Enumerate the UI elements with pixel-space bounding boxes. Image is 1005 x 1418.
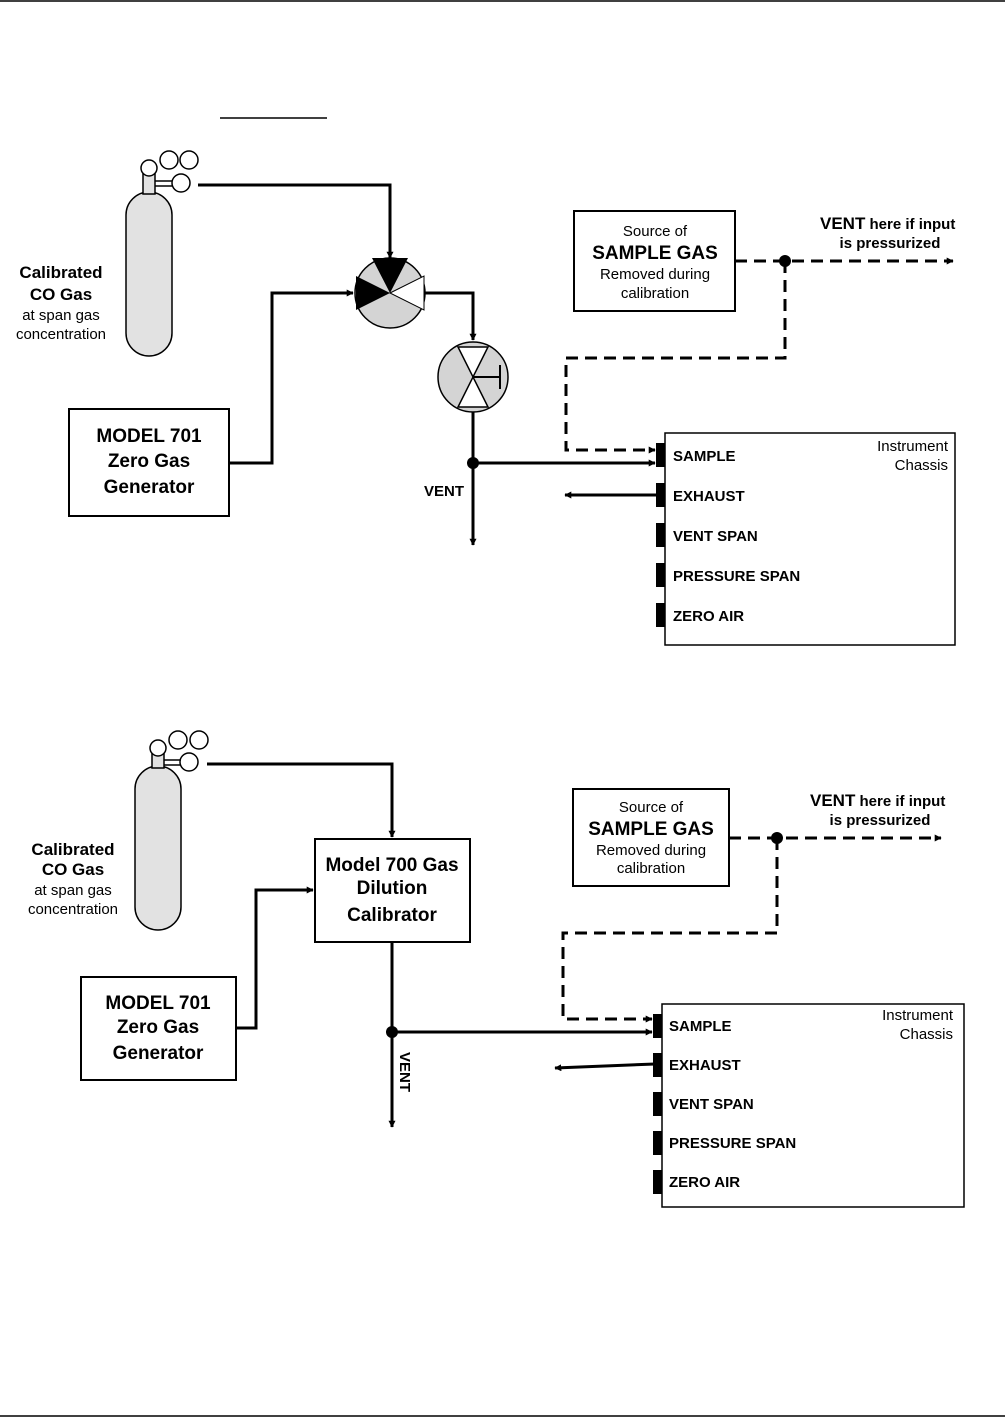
port-pressure-span-fitting (653, 1131, 662, 1155)
source-line3: Removed during (596, 842, 706, 859)
instrument-chassis (661, 1003, 965, 1208)
bottom-diagram: Calibrated CO Gas at span gas concentrat… (28, 730, 965, 1208)
port-vent-span-label: VENT SPAN (673, 528, 758, 545)
generator-label-line2: Zero Gas (117, 1017, 199, 1038)
port-zero-air-fitting (656, 603, 665, 627)
port-sample-label: SAMPLE (669, 1018, 732, 1035)
generator-label-line1: MODEL 701 (105, 993, 211, 1014)
vent-note-line1: VENT here if input (820, 214, 955, 233)
vent-note-line1: VENT here if input (810, 791, 945, 810)
port-zero-air-label: ZERO AIR (673, 608, 744, 625)
cylinder-to-valve-line (198, 183, 394, 259)
vent-note-bold: VENT (810, 791, 856, 810)
source-line2: SAMPLE GAS (588, 819, 714, 840)
vent-label: VENT (396, 1052, 413, 1092)
port-pressure-span-label: PRESSURE SPAN (673, 568, 800, 585)
chassis-title-line2: Chassis (900, 1026, 953, 1043)
vent-label: VENT (424, 483, 464, 500)
needle-valve-icon (437, 341, 509, 413)
port-sample-fitting (653, 1014, 662, 1038)
port-exhaust-fitting (653, 1053, 662, 1077)
dilution-calibrator-box (314, 838, 471, 943)
exhaust-line (554, 1062, 656, 1072)
calibrator-label-line1: Model 700 Gas (325, 855, 458, 876)
vent-note-rest: here if input (865, 216, 955, 233)
gas-cylinder-icon (134, 730, 209, 931)
port-zero-air-label: ZERO AIR (669, 1174, 740, 1191)
port-vent-span-label: VENT SPAN (669, 1096, 754, 1113)
source-line4: calibration (621, 285, 689, 302)
port-exhaust-label: EXHAUST (673, 488, 745, 505)
cylinder-label-line2: CO Gas (30, 285, 92, 304)
port-vent-span-fitting (656, 523, 665, 547)
source-line4: calibration (617, 860, 685, 877)
calibrator-label-line2: Dilution (357, 878, 428, 899)
vent-note-rest: here if input (855, 793, 945, 810)
port-pressure-span-label: PRESSURE SPAN (669, 1135, 796, 1152)
port-exhaust-fitting (656, 483, 665, 507)
vent-note-line2: is pressurized (840, 235, 941, 252)
sample-dashed-line (564, 261, 787, 454)
generator-label-line3: Generator (104, 477, 195, 498)
junction-dot (386, 1026, 398, 1038)
zero-gas-generator-box (80, 976, 237, 1081)
source-line2: SAMPLE GAS (592, 243, 718, 264)
cylinder-sublabel-line1: at span gas (22, 307, 100, 324)
chassis-title-line1: Instrument (877, 438, 949, 455)
port-sample-fitting (656, 443, 665, 467)
sample-gas-source-box (573, 210, 736, 312)
cylinder-sublabel-line1: at span gas (34, 882, 112, 899)
port-zero-air-fitting (653, 1170, 662, 1194)
cylinder-label-line2: CO Gas (42, 860, 104, 879)
top-diagram: Calibrated CO Gas at span gas concentrat… (16, 150, 956, 646)
valve-to-needle-valve-line (425, 291, 477, 341)
junction-dot (467, 457, 479, 469)
chassis-title-line1: Instrument (882, 1007, 954, 1024)
port-vent-span-fitting (653, 1092, 662, 1116)
calibrator-label-line3: Calibrator (347, 905, 437, 926)
port-sample-label: SAMPLE (673, 448, 736, 465)
generator-to-valve-line (229, 289, 354, 465)
cylinder-sublabel-line2: concentration (16, 326, 106, 343)
vent-note-bold: VENT (820, 214, 866, 233)
source-line3: Removed during (600, 266, 710, 283)
instrument-chassis (664, 432, 956, 646)
zero-gas-generator-box (68, 408, 230, 517)
source-line1: Source of (623, 223, 688, 240)
cylinder-to-calibrator-line (207, 762, 396, 838)
generator-label-line2: Zero Gas (108, 451, 190, 472)
three-way-valve-icon (354, 257, 426, 329)
port-exhaust-label: EXHAUST (669, 1057, 741, 1074)
cylinder-sublabel-line2: concentration (28, 901, 118, 918)
port-pressure-span-fitting (656, 563, 665, 587)
sample-gas-source-box (572, 788, 730, 887)
sample-dashed-line (561, 838, 779, 1023)
gas-cylinder-icon (125, 150, 199, 357)
cylinder-label-line1: Calibrated (19, 263, 102, 282)
generator-label-line3: Generator (113, 1043, 204, 1064)
generator-to-calibrator-line (236, 886, 314, 1030)
generator-label-line1: MODEL 701 (96, 426, 202, 447)
cylinder-label-line1: Calibrated (31, 840, 114, 859)
chassis-title-line2: Chassis (895, 457, 948, 474)
vent-note-line2: is pressurized (830, 812, 931, 829)
source-line1: Source of (619, 799, 684, 816)
